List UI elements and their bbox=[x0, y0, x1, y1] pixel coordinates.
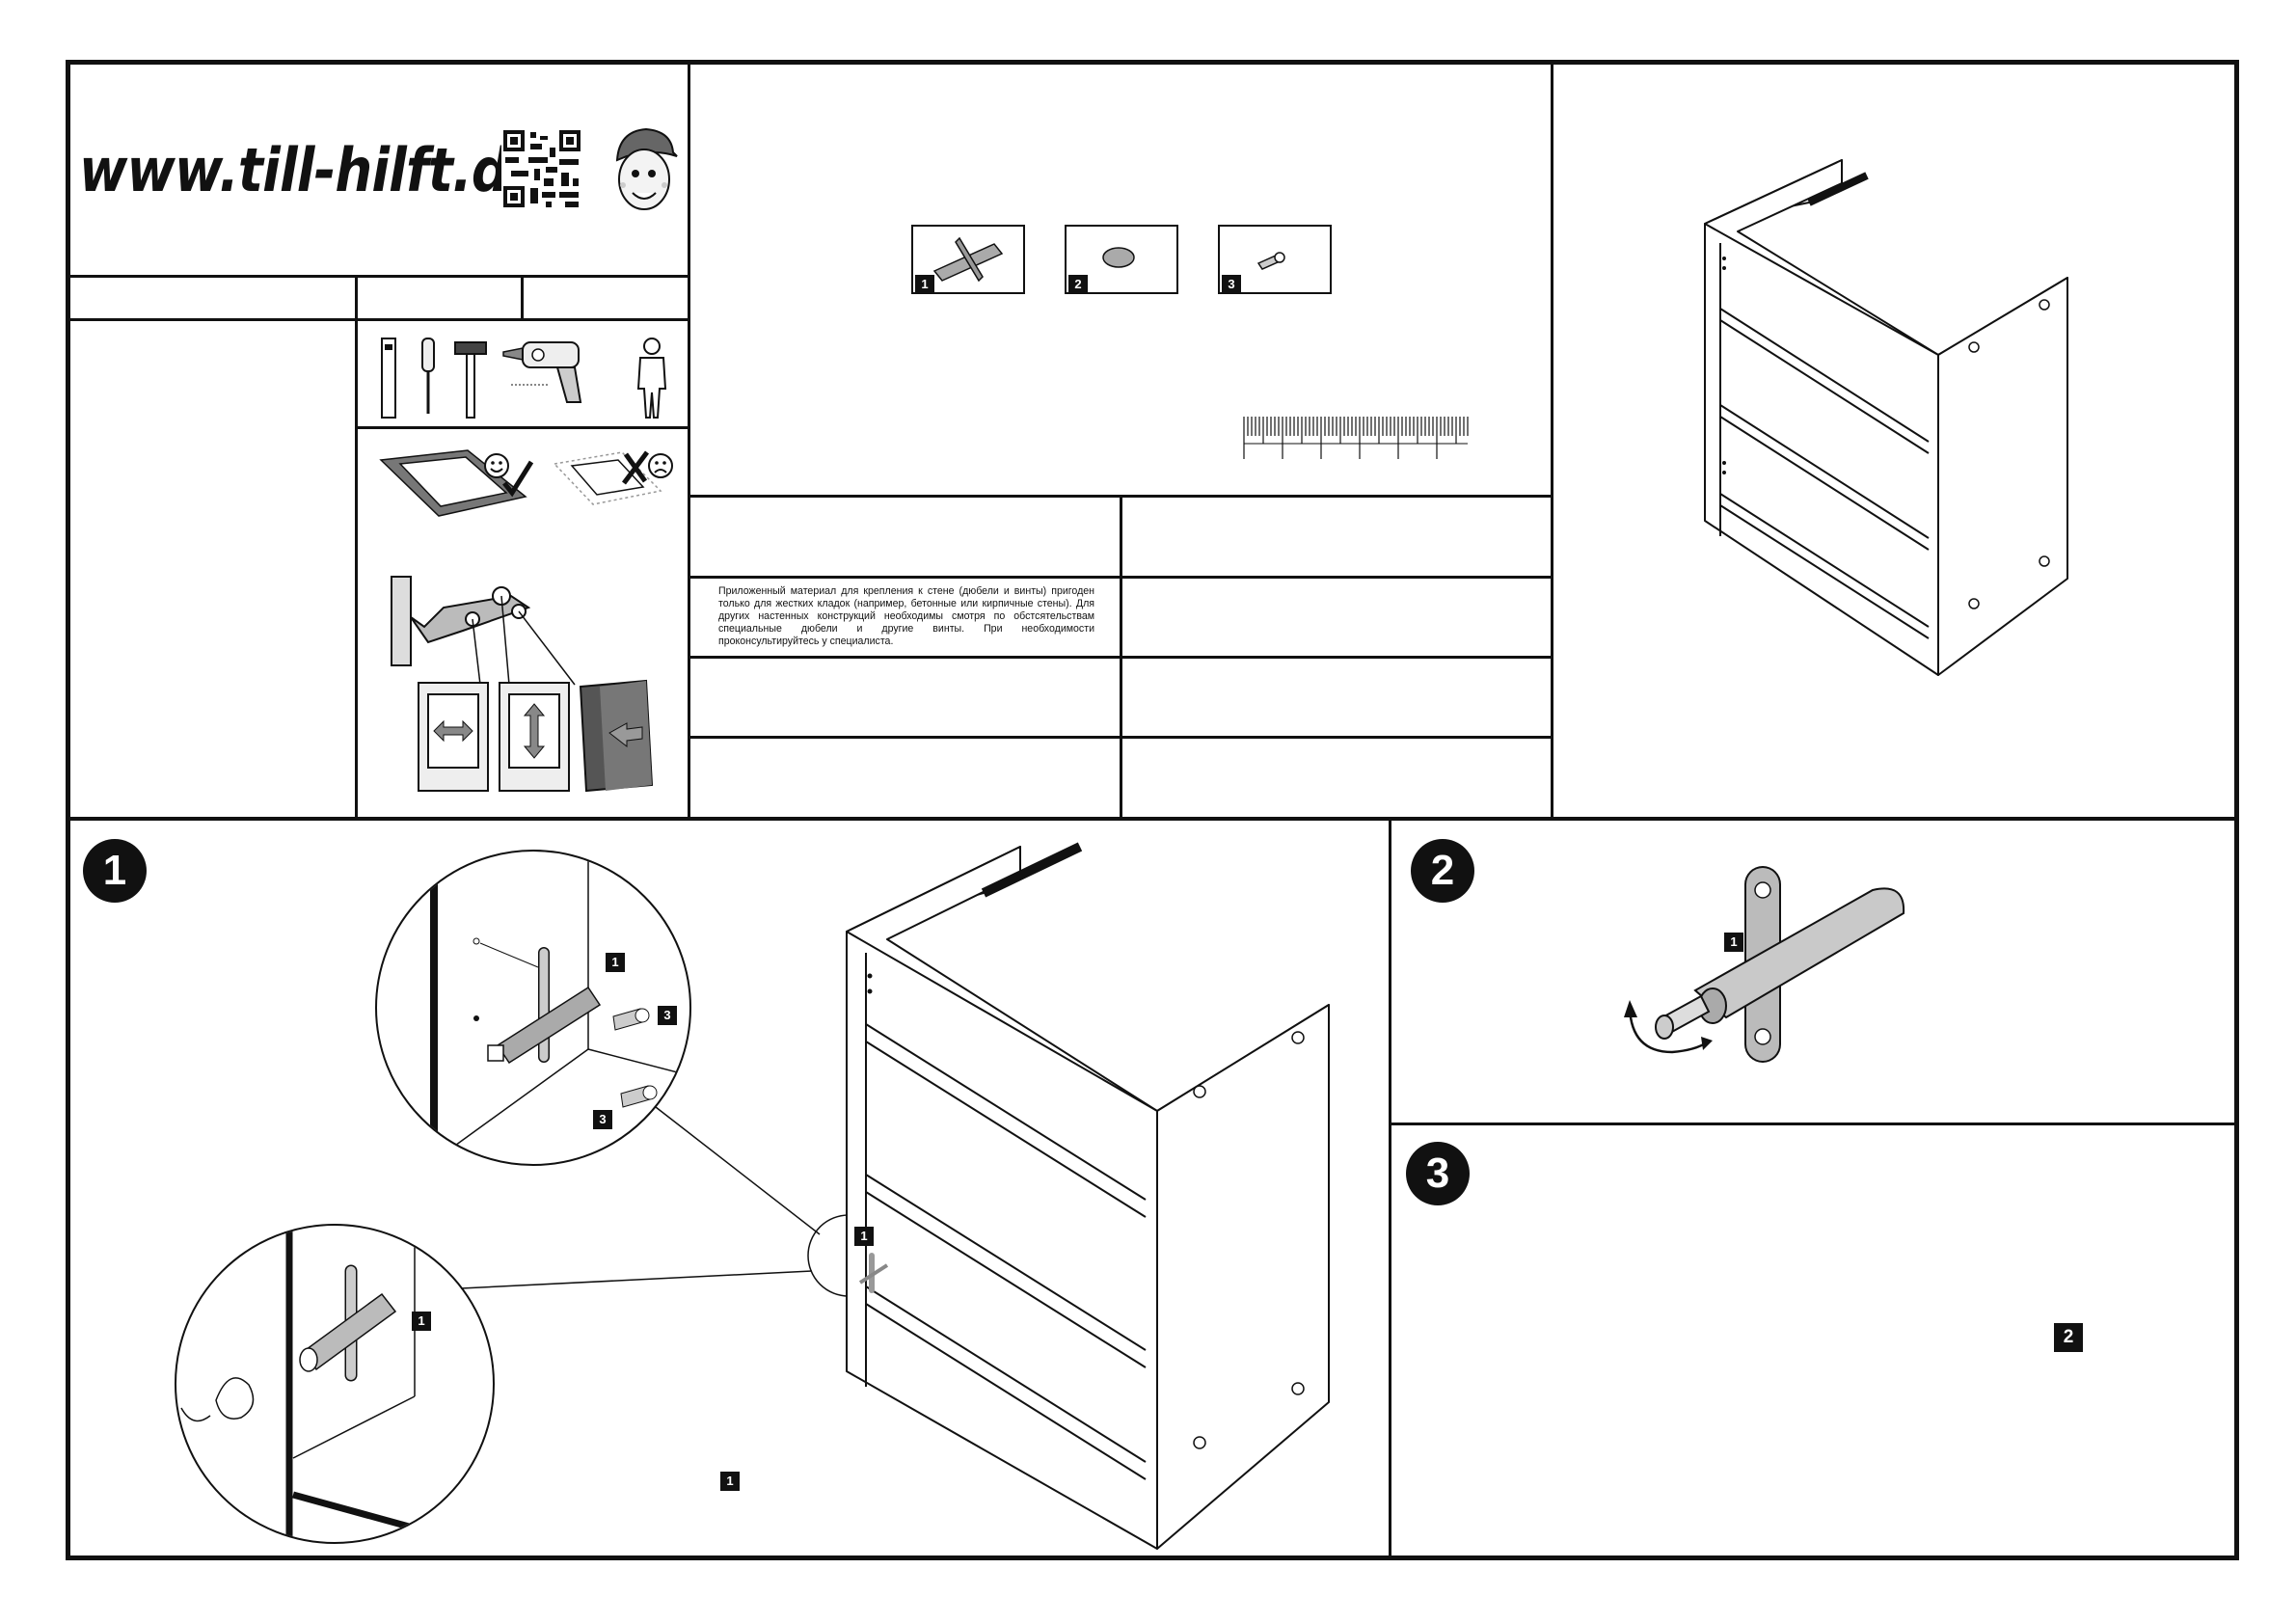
adjust-vertical-icon bbox=[499, 682, 570, 792]
step1-callout-dowel-b: 3 bbox=[593, 1110, 612, 1129]
wall-fixing-notice: Приложенный материал для крепления к сте… bbox=[718, 585, 1094, 647]
left-rule-1 bbox=[66, 275, 689, 278]
part-number-1: 1 bbox=[915, 275, 934, 294]
rotate-arrow-icon bbox=[1628, 1007, 1708, 1054]
qr-code-icon bbox=[501, 128, 582, 209]
step1-callout-damper: 1 bbox=[606, 953, 625, 972]
cross-icon bbox=[622, 450, 649, 485]
dowel-icon bbox=[612, 1008, 658, 1108]
step-2-damper-illustration bbox=[1624, 866, 1905, 1063]
website-url[interactable]: www.till-hilft.de bbox=[79, 135, 544, 205]
step-1-zoom-top bbox=[375, 850, 691, 1166]
step3-callout-pad: 2 bbox=[2054, 1323, 2083, 1352]
part-number-3: 3 bbox=[1222, 275, 1241, 294]
person-icon bbox=[636, 338, 667, 419]
checkmark-icon bbox=[502, 460, 534, 498]
step1-callout-dowel-a: 3 bbox=[658, 1006, 677, 1025]
bottom-vrule bbox=[1389, 817, 1391, 1560]
drill-icon bbox=[502, 341, 582, 403]
step2-callout-damper: 1 bbox=[1724, 933, 1743, 952]
part-number-2: 2 bbox=[1068, 275, 1088, 294]
mid-vrule bbox=[1120, 495, 1122, 819]
mat-illustration bbox=[379, 449, 673, 517]
adjust-horizontal-icon bbox=[418, 682, 489, 792]
spirit-level-icon bbox=[381, 338, 396, 419]
step-1-cabinet-illustration bbox=[846, 842, 1330, 1550]
hammer-icon bbox=[454, 341, 487, 419]
left-rule-2 bbox=[66, 318, 689, 321]
left-vrule-2 bbox=[521, 275, 524, 320]
step1-callout-bottom: 1 bbox=[720, 1472, 740, 1491]
page-frame bbox=[66, 60, 2239, 1560]
top-divider-1 bbox=[688, 60, 690, 819]
cabinet-overview-illustration bbox=[1704, 159, 2068, 676]
step-2-number: 2 bbox=[1411, 839, 1474, 903]
step-1-zoom-bottom bbox=[175, 1224, 495, 1544]
screwdriver-icon bbox=[421, 338, 435, 414]
step1-callout-zoom2: 1 bbox=[412, 1312, 431, 1331]
step-3-number: 3 bbox=[1406, 1142, 1470, 1205]
adjust-depth-icon bbox=[579, 679, 654, 793]
main-divider bbox=[66, 817, 2239, 821]
part-1-box bbox=[911, 225, 1025, 294]
left-vrule-1 bbox=[355, 275, 358, 819]
tools-row bbox=[381, 338, 667, 419]
step1-callout-cabinet: 1 bbox=[854, 1227, 874, 1246]
smiley-sad-icon bbox=[648, 453, 673, 478]
top-divider-2 bbox=[1551, 60, 1553, 819]
smiley-happy-icon bbox=[484, 453, 509, 478]
mascot-icon bbox=[615, 127, 678, 210]
ruler-icon bbox=[1243, 417, 1469, 459]
hinge-adjustment-illustration bbox=[391, 576, 654, 793]
hinge-icon bbox=[391, 576, 531, 666]
left-rule-3 bbox=[355, 426, 689, 429]
bottom-right-rule bbox=[1389, 1123, 2239, 1125]
step-1-number: 1 bbox=[83, 839, 147, 903]
